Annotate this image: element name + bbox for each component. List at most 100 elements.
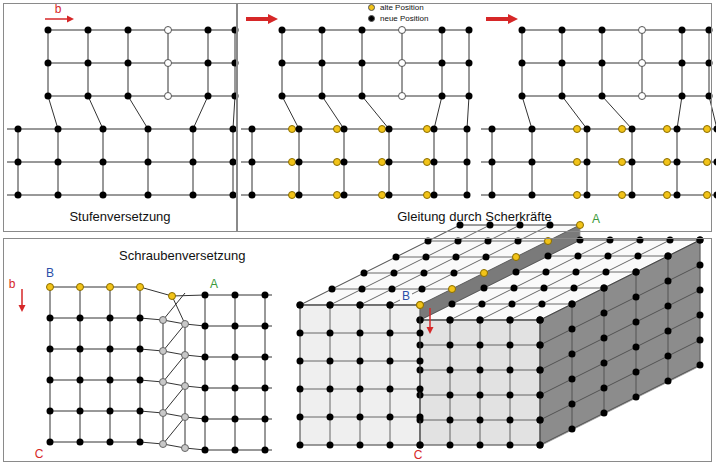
atom-dot — [447, 417, 454, 424]
atom-dot — [489, 159, 496, 166]
bond-line — [360, 305, 361, 445]
atom-dot — [577, 222, 584, 229]
front-face — [420, 320, 540, 445]
atom-dot — [77, 408, 84, 415]
atom-dot — [357, 442, 364, 449]
bond-line — [322, 30, 344, 195]
atom-dot — [137, 315, 144, 322]
bond-line — [390, 225, 550, 305]
atom-dot — [569, 326, 576, 333]
atom-dot — [262, 354, 269, 361]
bond-line — [235, 295, 236, 450]
atom-dot — [297, 386, 304, 393]
atom-dot — [137, 377, 144, 384]
atom-dot — [633, 344, 640, 351]
atom-dot — [391, 270, 398, 277]
atom-dot — [573, 269, 580, 276]
atom-dot — [202, 447, 209, 454]
atom-dot — [447, 442, 454, 449]
legend-text: alte Position — [380, 3, 424, 12]
atom-dot — [507, 317, 514, 324]
atom-dot — [107, 315, 114, 322]
atom-dot — [479, 301, 486, 308]
legend-text: neue Position — [380, 14, 428, 23]
top-face — [300, 225, 580, 305]
atom-dot — [529, 159, 536, 166]
bond-line — [205, 295, 206, 450]
atom-dot — [584, 192, 591, 199]
atom-dot — [559, 93, 566, 100]
atom-dot — [569, 351, 576, 358]
bond-line — [172, 296, 185, 324]
atom-dot — [387, 330, 394, 337]
atom-dot — [341, 126, 348, 133]
old-position-dot — [289, 159, 296, 166]
bond-line — [522, 30, 532, 195]
atom-dot — [297, 358, 304, 365]
atom-dot — [519, 27, 526, 34]
atom-dot — [537, 367, 544, 374]
bond-line — [360, 225, 520, 305]
panel-box: Gleitung durch Scherkräfte — [237, 3, 712, 232]
old-position-dot — [664, 192, 671, 199]
atom-dot — [202, 354, 209, 361]
atom-dot — [85, 60, 92, 67]
atom-dot — [202, 323, 209, 330]
atom-dot — [714, 159, 716, 166]
bond-line — [540, 320, 541, 445]
atom-dot — [633, 269, 640, 276]
bond-line — [434, 30, 442, 195]
atom-dot — [629, 126, 636, 133]
atom-dot — [529, 192, 536, 199]
atom-dot — [629, 192, 636, 199]
bond-line — [420, 305, 421, 445]
atom-dot — [569, 376, 576, 383]
atom-dot — [537, 442, 544, 449]
half-plane-atom — [399, 27, 406, 34]
half-plane-atom — [639, 27, 646, 34]
bond-line — [140, 287, 141, 442]
panel-heading: Schraubenversetzung — [119, 248, 245, 264]
atom-dot — [232, 354, 239, 361]
atom-dot — [387, 358, 394, 365]
atom-dot — [603, 269, 610, 276]
bond-line — [467, 30, 469, 195]
displaced-atom — [182, 414, 189, 421]
panel-heading: Gleitung durch Scherkräfte — [238, 209, 711, 225]
atom-dot — [202, 416, 209, 423]
half-plane-atom — [165, 27, 172, 34]
bond-line — [540, 265, 700, 345]
atom-dot — [559, 60, 566, 67]
atom-dot — [319, 93, 326, 100]
displaced-atom — [182, 321, 189, 328]
bond-line — [265, 295, 266, 450]
atom-dot — [145, 126, 152, 133]
atom-dot — [575, 253, 582, 260]
atom-dot — [519, 60, 526, 67]
front-face — [300, 305, 420, 445]
bond-line — [7, 162, 233, 163]
atom-dot — [357, 302, 364, 309]
old-position-dot — [619, 159, 626, 166]
atom-dot — [421, 270, 428, 277]
atom-dot — [601, 335, 608, 342]
atom-dot — [357, 386, 364, 393]
atom-dot — [417, 442, 424, 449]
old-position-dot — [574, 159, 581, 166]
atom-dot — [519, 93, 526, 100]
atom-dot — [466, 93, 473, 100]
atom-dot — [359, 286, 366, 293]
half-plane-atom — [165, 93, 172, 100]
bond-line — [636, 272, 637, 397]
old-position-dot — [704, 126, 711, 133]
atom-dot — [232, 416, 239, 423]
atom-dot — [230, 159, 237, 166]
atom-dot — [145, 159, 152, 166]
atom-dot — [387, 302, 394, 309]
atom-dot — [511, 285, 518, 292]
bond-line — [110, 287, 111, 442]
old-position-dot — [424, 192, 431, 199]
atom-dot — [55, 126, 62, 133]
atom-dot — [45, 27, 52, 34]
